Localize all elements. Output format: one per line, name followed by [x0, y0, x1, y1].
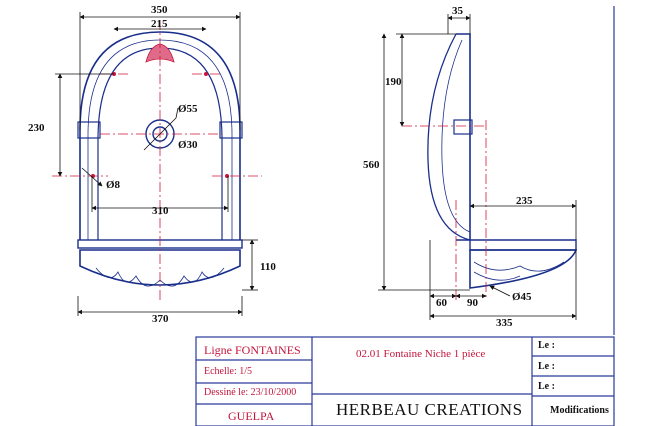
dim-310: 310 [152, 205, 169, 217]
side-basin-fluting [473, 261, 565, 272]
title-echelle: Echelle: 1/5 [204, 366, 253, 377]
side-niche-inner [441, 39, 471, 233]
right-capital [219, 121, 243, 139]
dim-110: 110 [260, 261, 276, 273]
side-basin-fluting-2 [473, 271, 521, 281]
front-centerlines [52, 20, 262, 300]
dim-o55: Ø55 [178, 103, 198, 115]
front-dimension-labels: 350 215 230 Ø55 Ø30 Ø8 310 110 370 [28, 4, 276, 325]
side-dimension-lines [378, 14, 577, 320]
title-le-2: Le : [538, 361, 555, 372]
dim-235: 235 [516, 195, 533, 207]
title-block-frame [195, 336, 615, 426]
dim-o30: Ø30 [178, 139, 198, 151]
front-outer-arch [79, 31, 241, 240]
title-author: GUELPA [228, 409, 275, 423]
dim-190: 190 [385, 76, 402, 88]
dim-350: 350 [151, 4, 168, 16]
dim-o8: Ø8 [106, 179, 121, 191]
side-centerlines [402, 120, 487, 300]
dim-215: 215 [151, 18, 168, 30]
side-back-wall [456, 33, 471, 241]
dim-60: 60 [436, 297, 448, 309]
dim-335: 335 [496, 317, 513, 329]
side-dimension-labels: 35 190 560 235 60 90 Ø45 335 [363, 5, 533, 329]
side-niche-profile [427, 33, 471, 241]
left-capital [77, 121, 101, 139]
title-company: HERBEAU CREATIONS [336, 400, 523, 419]
title-reference: 02.01 Fontaine Niche 1 pièce [356, 348, 486, 360]
dim-230: 230 [28, 122, 45, 134]
side-capital [453, 119, 473, 135]
side-view [427, 33, 578, 289]
front-dimension-lines [55, 12, 258, 316]
title-modifications: Modifications [550, 405, 609, 416]
dim-560: 560 [363, 159, 380, 171]
dim-90: 90 [467, 297, 479, 309]
dim-o45: Ø45 [512, 291, 532, 303]
title-ligne: Ligne FONTAINES [204, 343, 301, 357]
title-dessine: Dessiné le: 23/10/2000 [204, 387, 297, 398]
dim-370: 370 [152, 313, 169, 325]
title-le-3: Le : [538, 381, 555, 392]
dim-35: 35 [452, 5, 464, 17]
title-le-1: Le : [538, 340, 555, 351]
side-basin-body [469, 249, 578, 289]
